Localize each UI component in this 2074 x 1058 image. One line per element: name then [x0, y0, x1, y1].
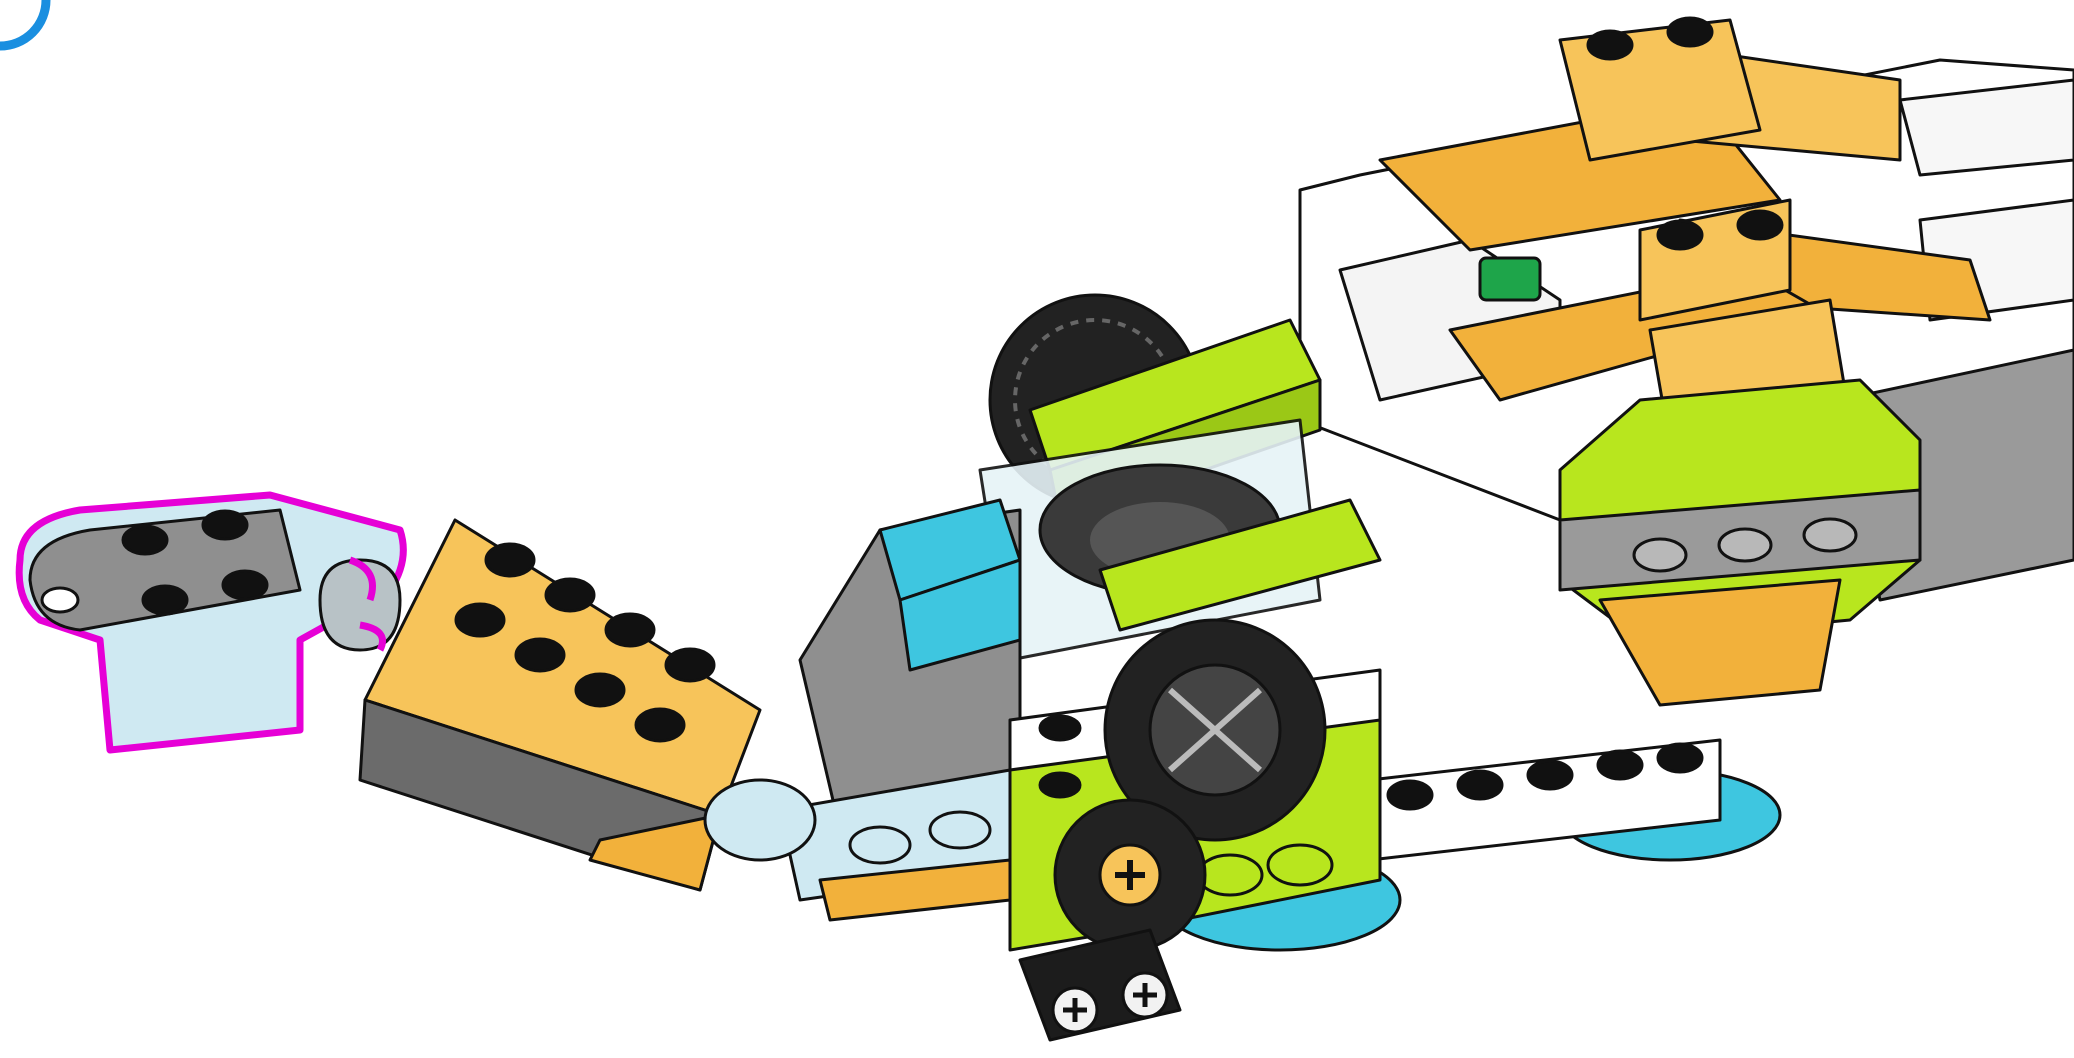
step-number-badge-icon — [0, 0, 46, 46]
lime-octagon-brick — [1560, 380, 1920, 705]
orange-2x4-brick — [360, 520, 760, 890]
small-gear — [1055, 800, 1205, 950]
hub-button — [1480, 258, 1540, 300]
transparent-connector — [705, 780, 815, 860]
transparent-plate-bottom — [780, 770, 1010, 920]
highlighted-gray-plate — [19, 495, 403, 750]
axle-connector-icon — [1020, 930, 1180, 1040]
